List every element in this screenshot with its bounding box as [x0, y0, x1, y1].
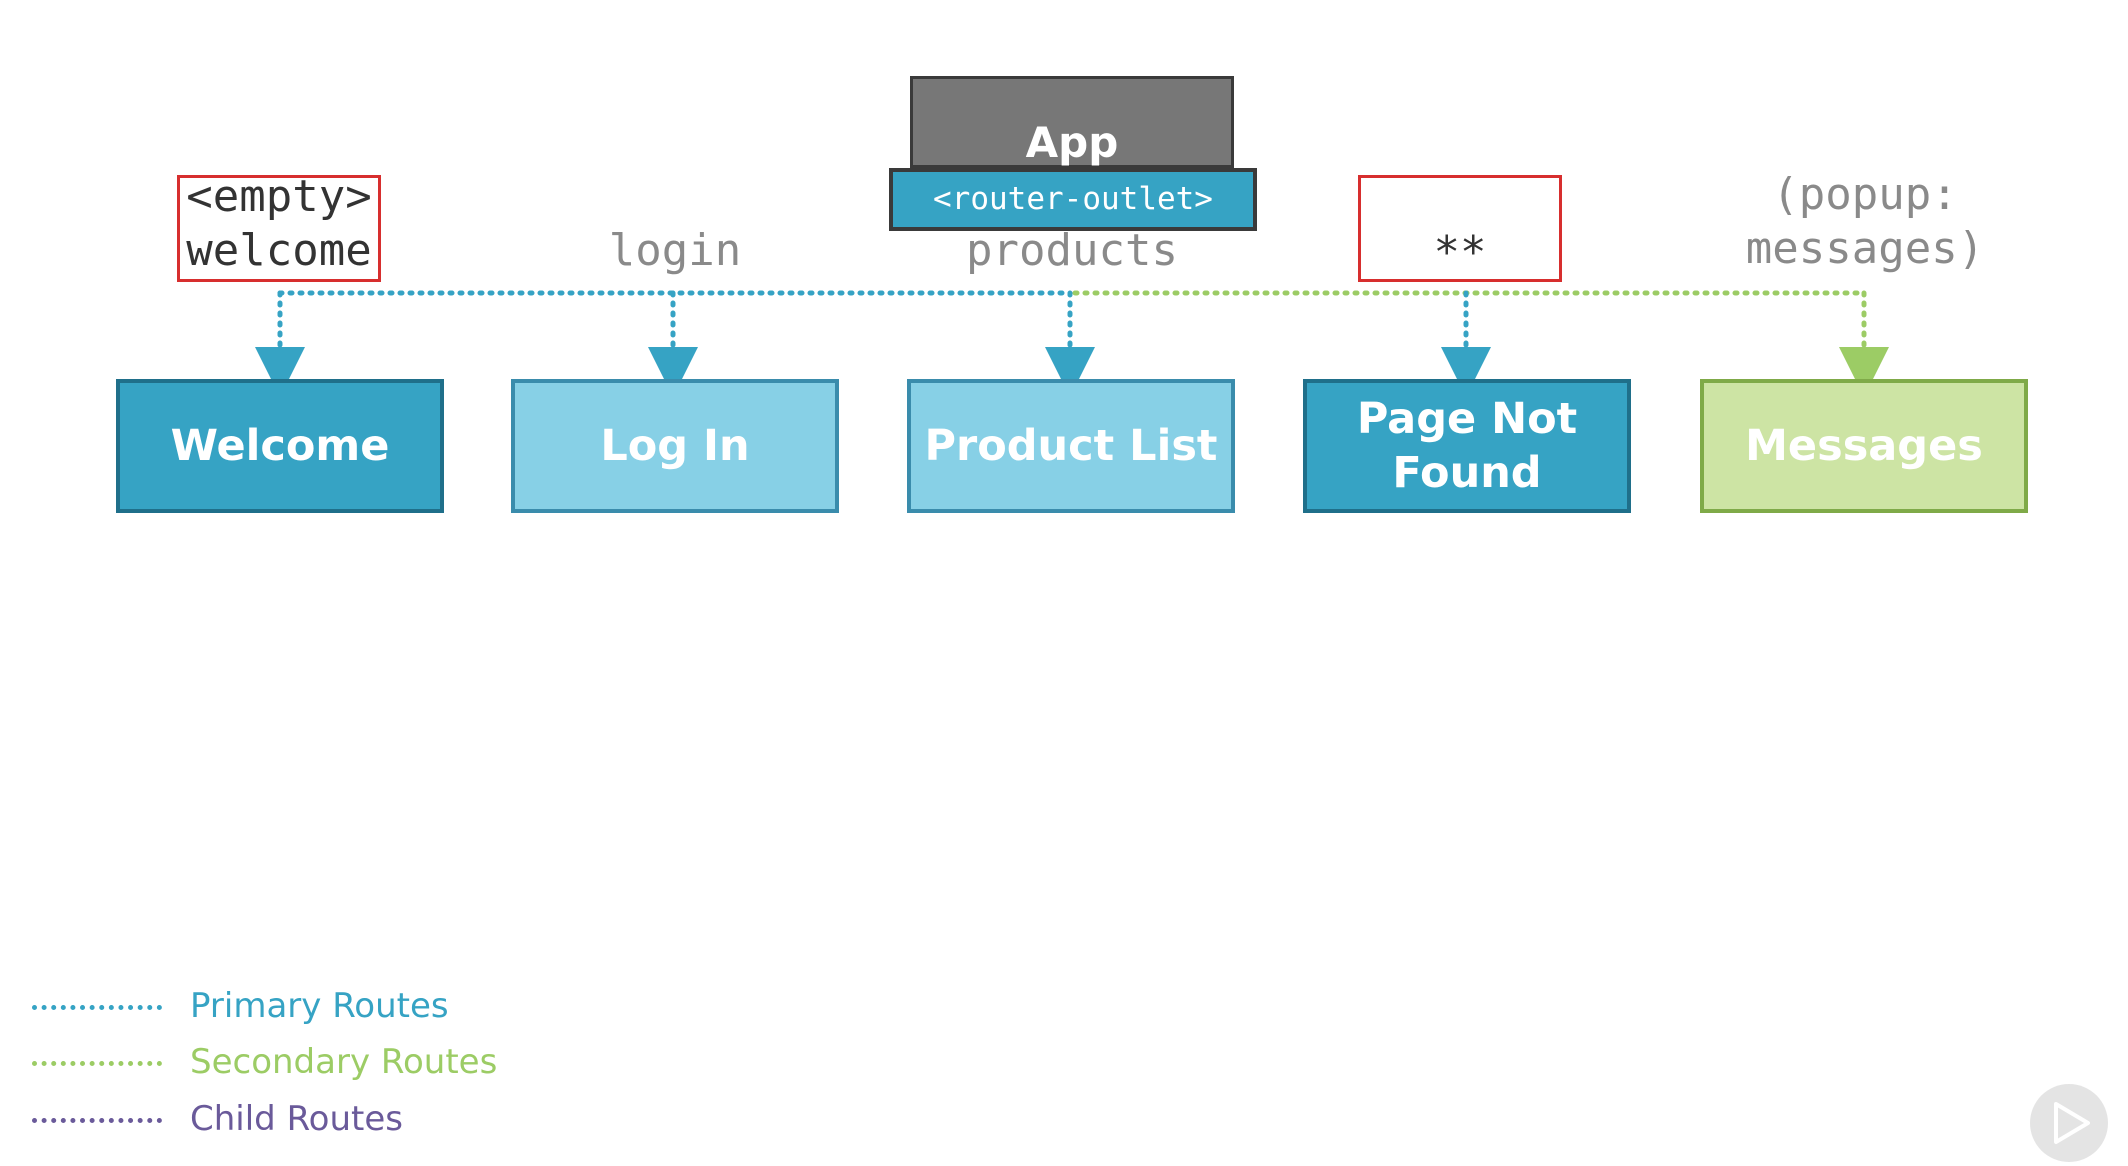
popup-path-label-line2: messages): [1745, 223, 1985, 274]
router-outlet: <router-outlet>: [889, 168, 1257, 231]
primary-legend-label: Primary Routes: [190, 986, 449, 1026]
primary-legend-line: [32, 1005, 162, 1010]
welcome-component-label: Welcome: [170, 421, 390, 471]
secondary-legend-line: [32, 1061, 162, 1066]
child-legend-line: [32, 1118, 162, 1123]
page-not-found-component: Page Not Found: [1303, 379, 1631, 513]
play-icon: [2054, 1102, 2090, 1144]
child-legend-label: Child Routes: [190, 1099, 403, 1139]
app-component: App: [910, 76, 1234, 168]
router-outlet-label: <router-outlet>: [933, 181, 1213, 217]
popup-path-label-line1: (popup:: [1772, 169, 1958, 220]
welcome-path-highlight: [177, 175, 381, 282]
login-path-label: login: [608, 225, 742, 276]
wildcard-path-highlight: [1358, 175, 1562, 282]
empty-path-label: <empty>: [186, 171, 372, 222]
secondary-legend-label: Secondary Routes: [190, 1042, 498, 1082]
welcome-component: Welcome: [116, 379, 444, 513]
app-title: App: [1025, 118, 1119, 167]
messages-component: Messages: [1700, 379, 2028, 513]
play-button[interactable]: [2030, 1084, 2108, 1162]
login-component: Log In: [511, 379, 839, 513]
products-path-label: products: [966, 225, 1178, 276]
product-list-component-label: Product List: [924, 421, 1218, 471]
wildcard-path-label: **: [1433, 227, 1487, 278]
messages-component-label: Messages: [1745, 421, 1983, 471]
login-component-label: Log In: [600, 421, 750, 471]
page-not-found-component-label: Page Not Found: [1356, 394, 1578, 498]
product-list-component: Product List: [907, 379, 1235, 513]
welcome-path-label: welcome: [186, 225, 372, 276]
